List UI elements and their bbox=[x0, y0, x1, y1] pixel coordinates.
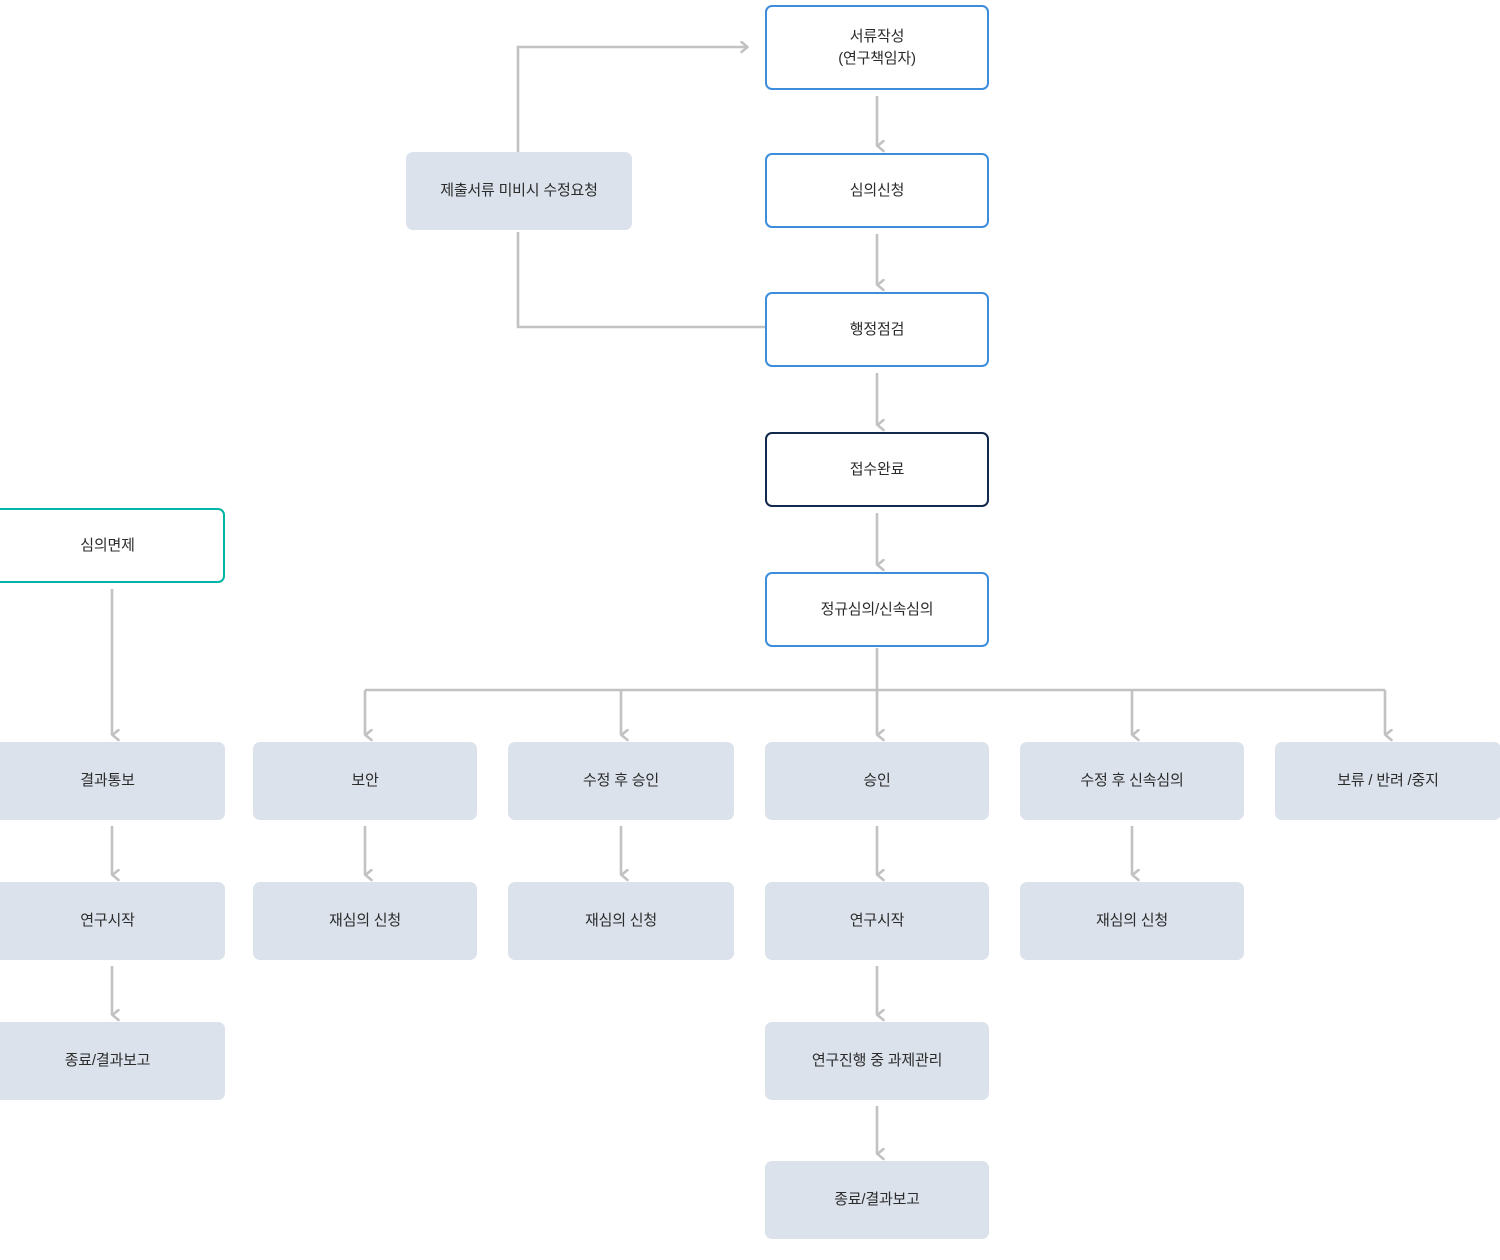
node-approve[interactable]: 승인 bbox=[765, 742, 989, 820]
node-reappeal-1-label: 재심의 신청 bbox=[329, 912, 401, 930]
node-regular-expedited-label: 정규심의/신속심의 bbox=[820, 600, 934, 618]
node-final-report-center[interactable]: 종료/결과보고 bbox=[765, 1161, 989, 1239]
node-result-notice-label: 결과통보 bbox=[80, 772, 135, 790]
node-review-application[interactable]: 심의신청 bbox=[765, 153, 989, 228]
node-expedited-after-revision-label: 수정 후 신속심의 bbox=[1080, 772, 1184, 790]
node-approve-after-revision-label: 수정 후 승인 bbox=[583, 772, 659, 790]
node-start-research-left-label: 연구시작 bbox=[80, 912, 135, 930]
node-reappeal-3[interactable]: 재심의 신청 bbox=[1020, 882, 1244, 960]
node-reappeal-1[interactable]: 재심의 신청 bbox=[253, 882, 477, 960]
node-approve-label: 승인 bbox=[863, 772, 891, 790]
node-hold-return-stop[interactable]: 보류 / 반려 /중지 bbox=[1275, 742, 1500, 820]
node-regular-expedited[interactable]: 정규심의/신속심의 bbox=[765, 572, 989, 647]
node-ongoing-management-label: 연구진행 중 과제관리 bbox=[811, 1052, 943, 1070]
node-hold-return-stop-label: 보류 / 반려 /중지 bbox=[1337, 772, 1439, 790]
node-reappeal-2[interactable]: 재심의 신청 bbox=[508, 882, 734, 960]
node-exempt-review[interactable]: 심의면제 bbox=[0, 508, 225, 583]
node-pending-security[interactable]: 보안 bbox=[253, 742, 477, 820]
node-admin-check-label: 행정점검 bbox=[849, 320, 905, 338]
node-receipt-complete-label: 접수완료 bbox=[849, 460, 905, 478]
node-ongoing-management[interactable]: 연구진행 중 과제관리 bbox=[765, 1022, 989, 1100]
node-review-application-label: 심의신청 bbox=[849, 181, 905, 199]
node-approve-after-revision[interactable]: 수정 후 승인 bbox=[508, 742, 734, 820]
node-revision-request-label: 제출서류 미비시 수정요청 bbox=[440, 182, 598, 200]
node-receipt-complete[interactable]: 접수완료 bbox=[765, 432, 989, 507]
node-revision-request[interactable]: 제출서류 미비시 수정요청 bbox=[406, 152, 632, 230]
node-start-research-left[interactable]: 연구시작 bbox=[0, 882, 225, 960]
node-reappeal-2-label: 재심의 신청 bbox=[585, 912, 657, 930]
node-doc-prep-label: 서류작성 (연구책임자) bbox=[838, 27, 916, 67]
node-pending-security-label: 보안 bbox=[351, 772, 379, 790]
wire-revision-to-doc bbox=[516, 47, 748, 152]
node-exempt-review-label: 심의면제 bbox=[80, 536, 135, 554]
node-doc-prep[interactable]: 서류작성 (연구책임자) bbox=[765, 5, 989, 90]
node-expedited-after-revision[interactable]: 수정 후 신속심의 bbox=[1020, 742, 1244, 820]
node-admin-check[interactable]: 행정점검 bbox=[765, 292, 989, 367]
node-final-report-left-label: 종료/결과보고 bbox=[64, 1052, 151, 1070]
node-final-report-center-label: 종료/결과보고 bbox=[834, 1191, 920, 1209]
node-result-notice[interactable]: 결과통보 bbox=[0, 742, 225, 820]
node-start-research-center[interactable]: 연구시작 bbox=[765, 882, 989, 960]
node-start-research-center-label: 연구시작 bbox=[849, 912, 905, 930]
node-final-report-left[interactable]: 종료/결과보고 bbox=[0, 1022, 225, 1100]
node-reappeal-3-label: 재심의 신청 bbox=[1096, 912, 1168, 930]
wire-admin-to-revision bbox=[516, 232, 765, 329]
